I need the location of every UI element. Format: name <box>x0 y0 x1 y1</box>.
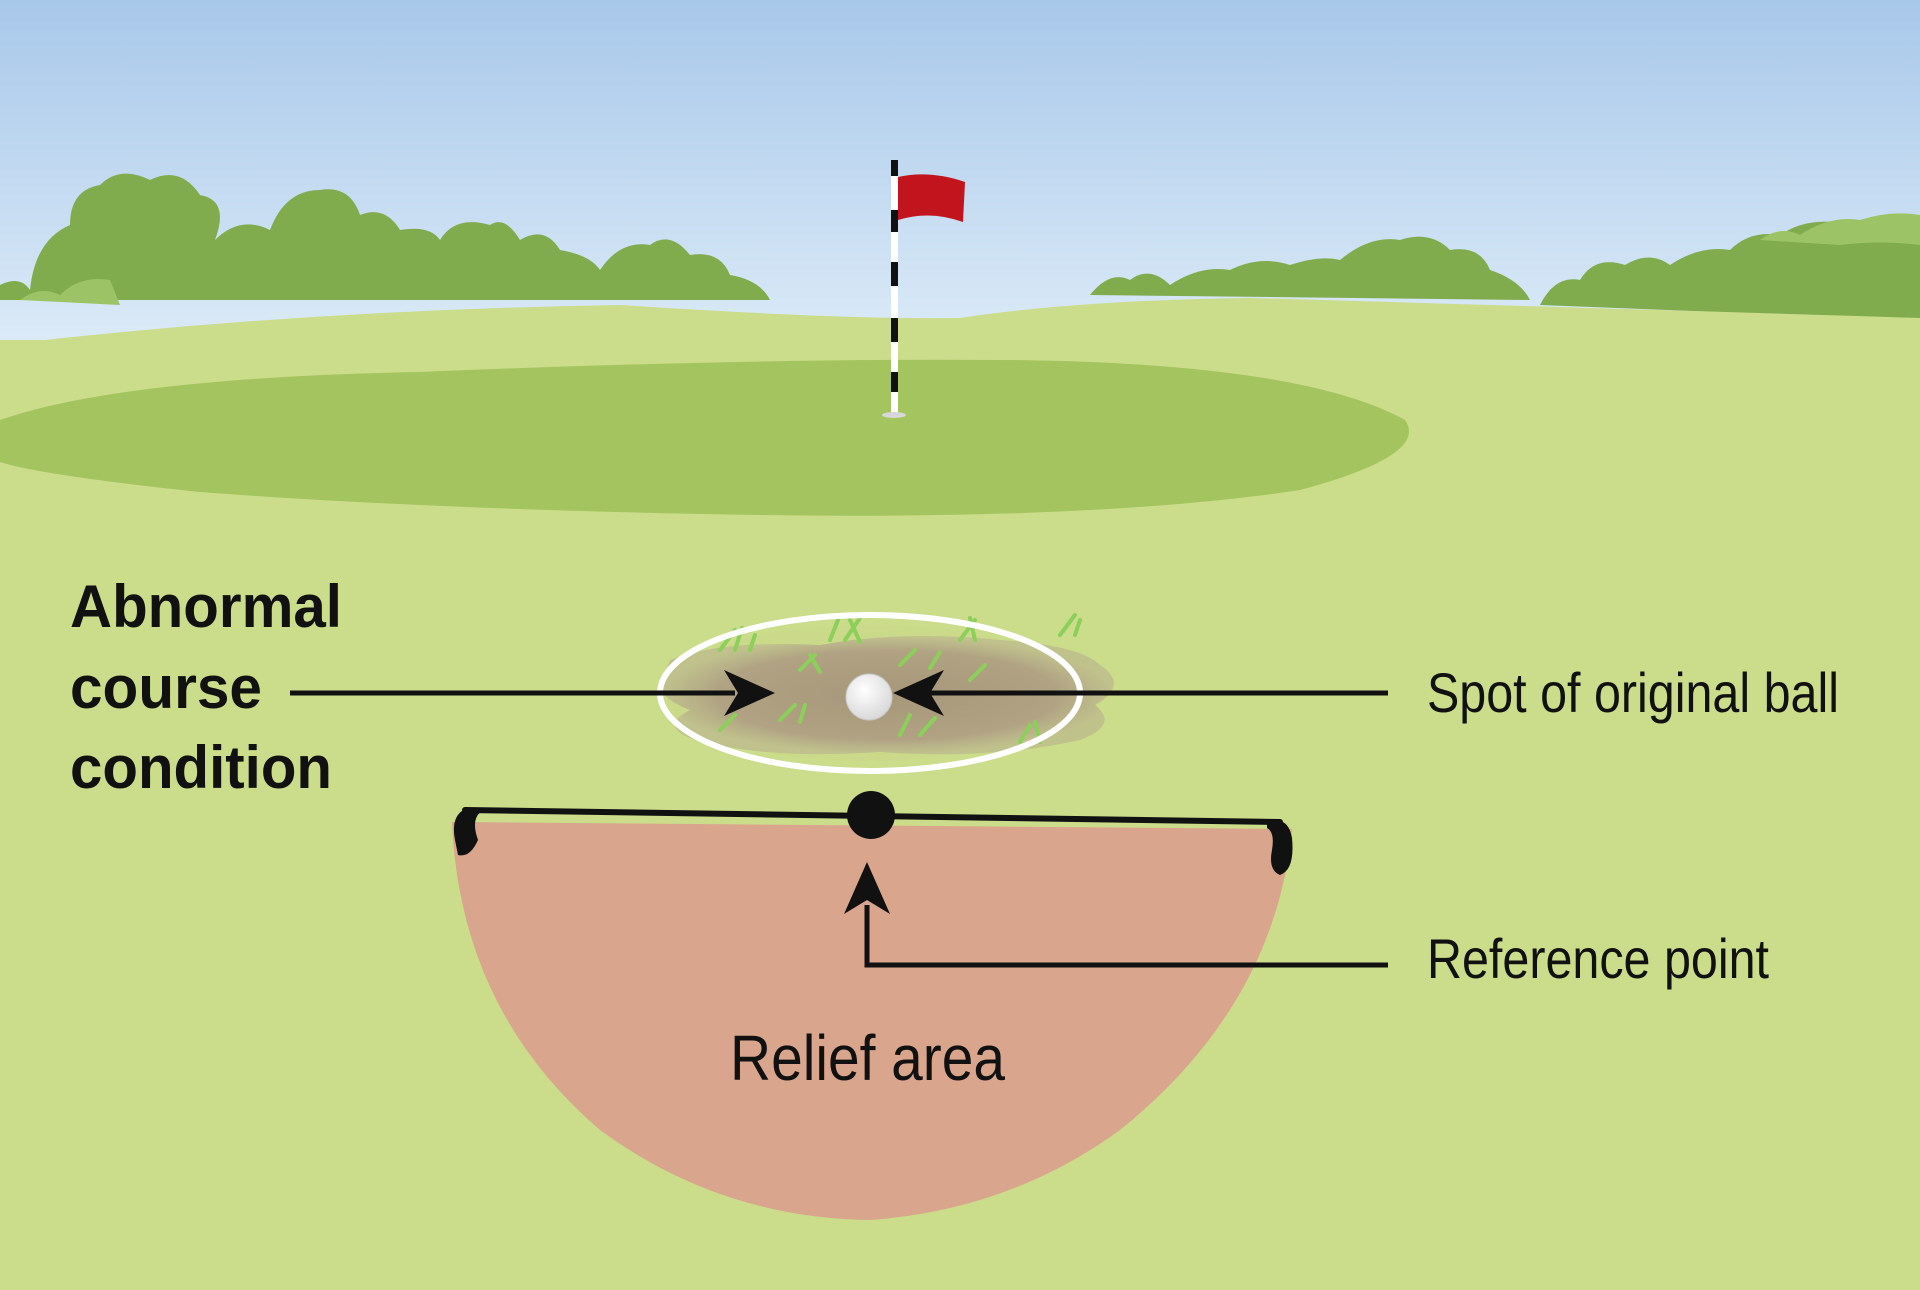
abnormal-condition-label-line3: condition <box>70 734 332 801</box>
putting-green <box>0 359 1410 516</box>
arrow-up <box>844 862 890 914</box>
arrow-right <box>724 670 775 716</box>
reference-point-marker <box>847 791 895 839</box>
spot-of-original-ball-label: Spot of original ball <box>1427 661 1839 724</box>
relief-area-label: Relief area <box>730 1022 1005 1094</box>
arrowheads <box>724 670 944 914</box>
reference-point-label: Reference point <box>1427 927 1769 990</box>
connector-lines <box>290 690 1388 968</box>
tree-line-light <box>20 213 1920 305</box>
reference-point-pointer <box>864 905 1388 968</box>
relief-area-right-cap <box>1267 820 1293 875</box>
tree-line <box>0 173 1920 320</box>
relief-area-left-cap <box>453 808 483 856</box>
flag <box>898 174 965 222</box>
golf-ball-icon <box>845 673 893 721</box>
flagstick-icon <box>882 160 965 418</box>
fairway <box>0 298 1920 1290</box>
abnormal-condition-label-line1: Abnormal <box>70 573 342 640</box>
arrow-left <box>893 670 944 716</box>
abnormal-condition-label-line2: course <box>70 654 262 721</box>
